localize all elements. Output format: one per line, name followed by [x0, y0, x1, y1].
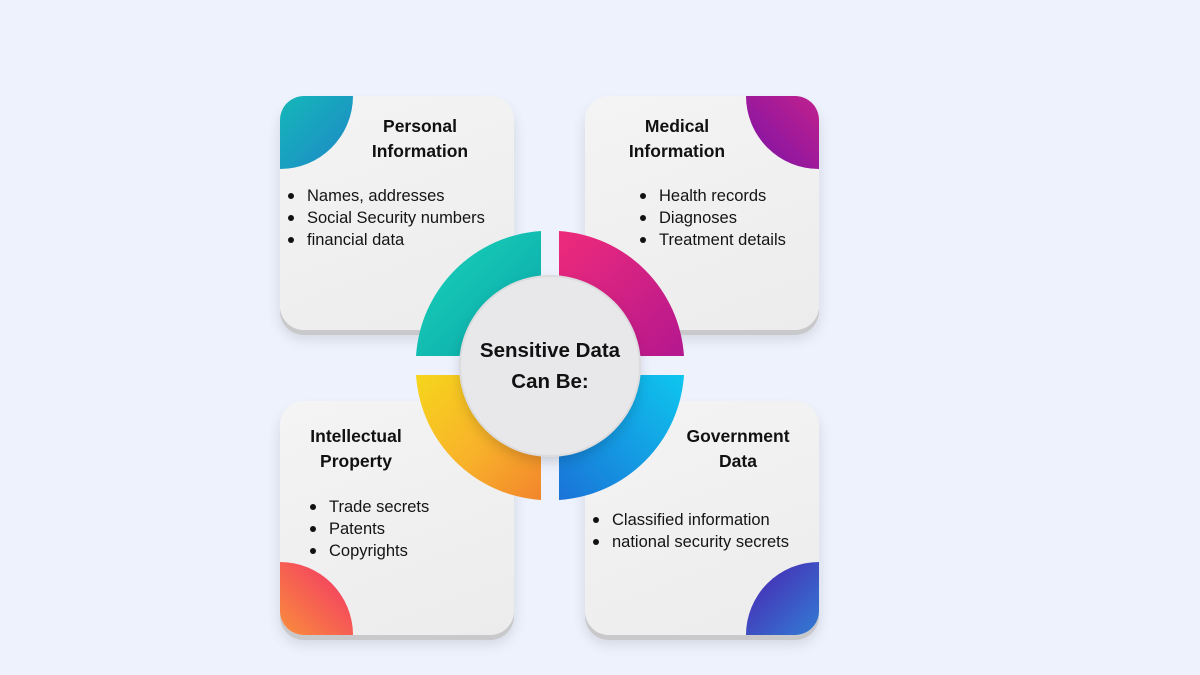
card-list-government-data: Classified information national security… [590, 509, 789, 553]
card-list-personal-information: Names, addresses Social Security numbers… [285, 185, 485, 251]
list-item: Health records [637, 185, 786, 207]
list-item: Copyrights [307, 540, 429, 562]
list-item: Names, addresses [285, 185, 485, 207]
center-title: Sensitive Data Can Be: [479, 339, 621, 393]
list-item: Treatment details [637, 229, 786, 251]
ring-segment-magenta [559, 231, 684, 356]
list-item: Diagnoses [637, 207, 786, 229]
list-item: Classified information [590, 509, 789, 531]
card-list-medical-information: Health records Diagnoses Treatment detai… [637, 185, 786, 251]
ring-segment-teal [416, 231, 541, 356]
card-list-intellectual-property: Trade secrets Patents Copyrights [307, 496, 429, 562]
ring-segment-yellow [416, 375, 541, 500]
list-item: national security secrets [590, 531, 789, 553]
list-item: Social Security numbers [285, 207, 485, 229]
list-item: Patents [307, 518, 429, 540]
center-circle: Sensitive Data Can Be: [461, 277, 639, 455]
ring-segment-blue [559, 375, 684, 500]
list-item: Trade secrets [307, 496, 429, 518]
list-item: financial data [285, 229, 485, 251]
